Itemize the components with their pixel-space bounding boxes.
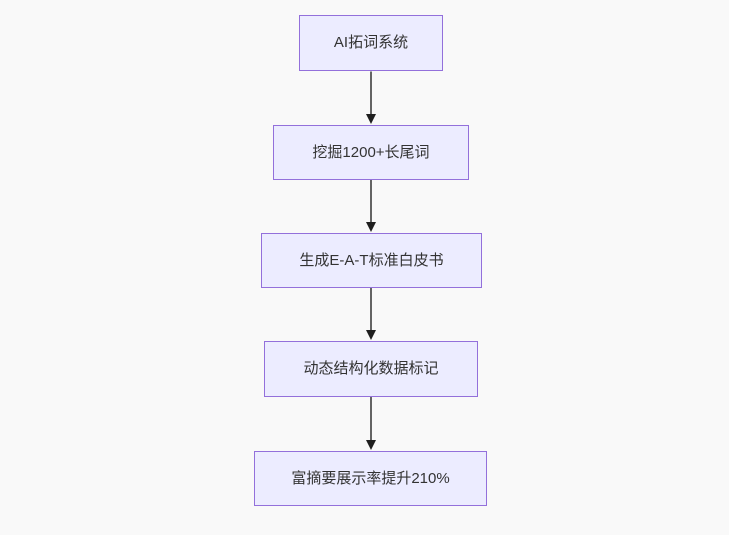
flowchart-node-rich-snippet-uplift: 富摘要展示率提升210% bbox=[254, 451, 487, 506]
node-label: 富摘要展示率提升210% bbox=[291, 469, 450, 487]
edge-arrow-c-d bbox=[366, 288, 376, 340]
edge-arrow-b-c bbox=[366, 180, 376, 232]
node-label: AI拓词系统 bbox=[333, 34, 409, 51]
flowchart-node-ai-expansion-system: AI拓词系统 bbox=[299, 15, 443, 71]
node-label: 生成E-A-T标准白皮书 bbox=[299, 251, 444, 269]
node-label: 动态结构化数据标记 bbox=[303, 360, 439, 377]
flowchart-node-structured-data-markup: 动态结构化数据标记 bbox=[264, 341, 478, 397]
node-label: 挖掘1200+长尾词 bbox=[312, 143, 430, 161]
edge-arrow-d-e bbox=[366, 397, 376, 450]
flowchart-node-eat-whitepaper: 生成E-A-T标准白皮书 bbox=[261, 233, 482, 288]
flowchart-node-longtail-mining: 挖掘1200+长尾词 bbox=[273, 125, 469, 180]
edge-arrow-a-b bbox=[366, 71, 376, 124]
